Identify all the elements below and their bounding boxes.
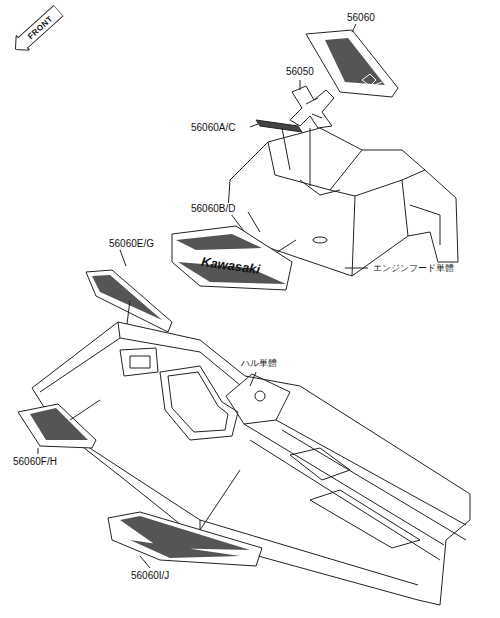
part-note: エンジンフード単體	[372, 263, 455, 274]
leader-line	[38, 400, 100, 454]
leader-line	[140, 470, 240, 568]
leader-line	[250, 124, 290, 170]
decal-fill	[176, 234, 286, 284]
callout-number: 56060B/D	[190, 203, 236, 215]
part-note: ハル単體	[240, 358, 278, 369]
callout-number: 56060	[346, 12, 376, 24]
hull	[32, 322, 470, 605]
hull-chine	[56, 426, 418, 585]
decal-mark	[362, 74, 382, 86]
footwell	[160, 366, 238, 440]
callout-number: 56060E/G	[108, 238, 155, 250]
leader-line	[352, 24, 356, 32]
decal-fill	[120, 516, 250, 558]
mount-hole	[255, 391, 265, 401]
leader-line	[250, 372, 256, 386]
decal	[172, 226, 292, 290]
callout-number: 56060F/H	[12, 456, 58, 468]
callout-number: 56050	[285, 66, 315, 78]
decal-fill	[92, 275, 162, 320]
leader-line	[300, 80, 310, 186]
mount-plate	[226, 374, 290, 424]
callout-number: 56060I/J	[130, 570, 170, 582]
hood-line	[268, 142, 440, 276]
direction-text: FRONT	[20, 14, 54, 46]
decal	[306, 30, 398, 97]
arrow-shape	[9, 3, 65, 57]
hood-hole	[313, 237, 327, 243]
decal	[108, 512, 262, 566]
decal-fill	[325, 38, 385, 85]
decal	[290, 86, 334, 128]
decal-fill	[30, 408, 88, 440]
hull-channel	[244, 420, 466, 560]
decal	[256, 120, 302, 132]
decal-mark	[306, 98, 322, 118]
hull-hatch	[120, 348, 158, 376]
leader-line	[345, 268, 368, 269]
front-arrow: FRONT	[9, 3, 65, 57]
callout-number: 56060A/C	[190, 122, 236, 134]
decal	[86, 270, 172, 332]
hull-recess	[290, 448, 420, 548]
